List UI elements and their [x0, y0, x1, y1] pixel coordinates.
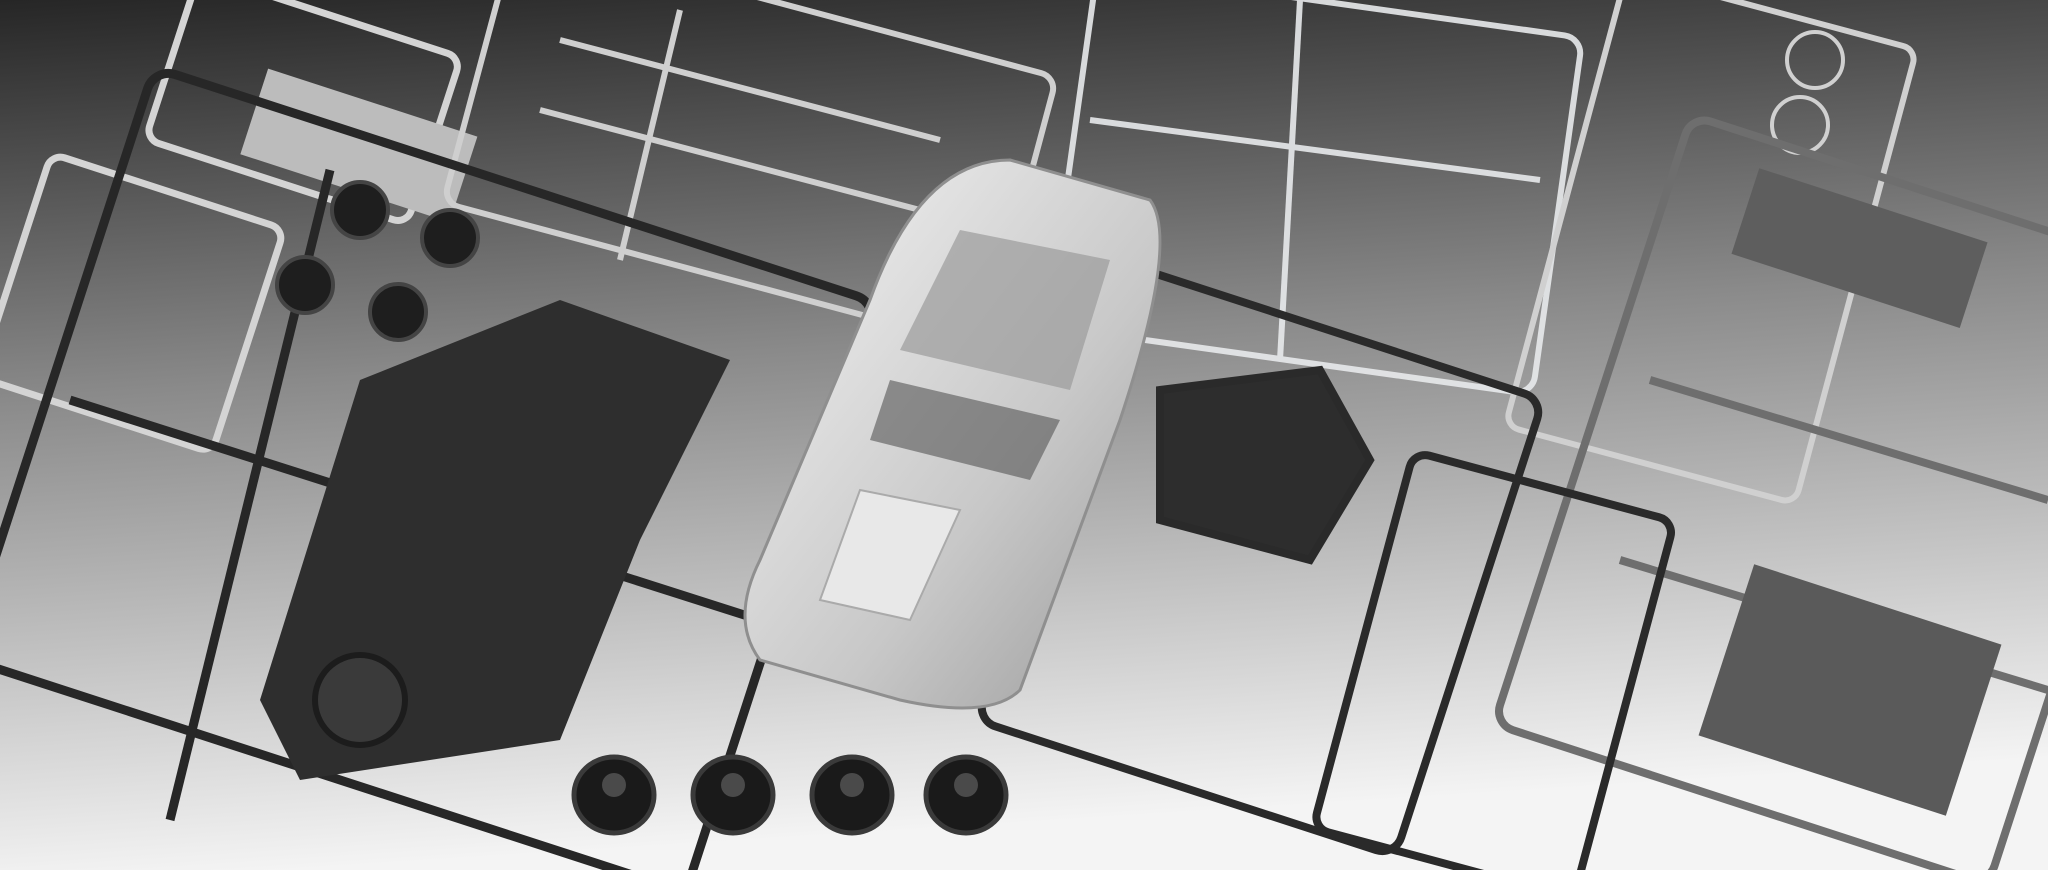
black-sprue-center-right	[977, 264, 1675, 870]
silver-sprue-top-left	[0, 0, 478, 453]
chassis-floor	[260, 300, 730, 780]
clear-parts-sprue	[1046, 0, 1584, 396]
tire-hubs	[602, 773, 978, 797]
car-body	[743, 158, 1162, 710]
black-wheels-on-sprue	[275, 180, 480, 342]
grey-sprue-right	[1495, 116, 2048, 870]
